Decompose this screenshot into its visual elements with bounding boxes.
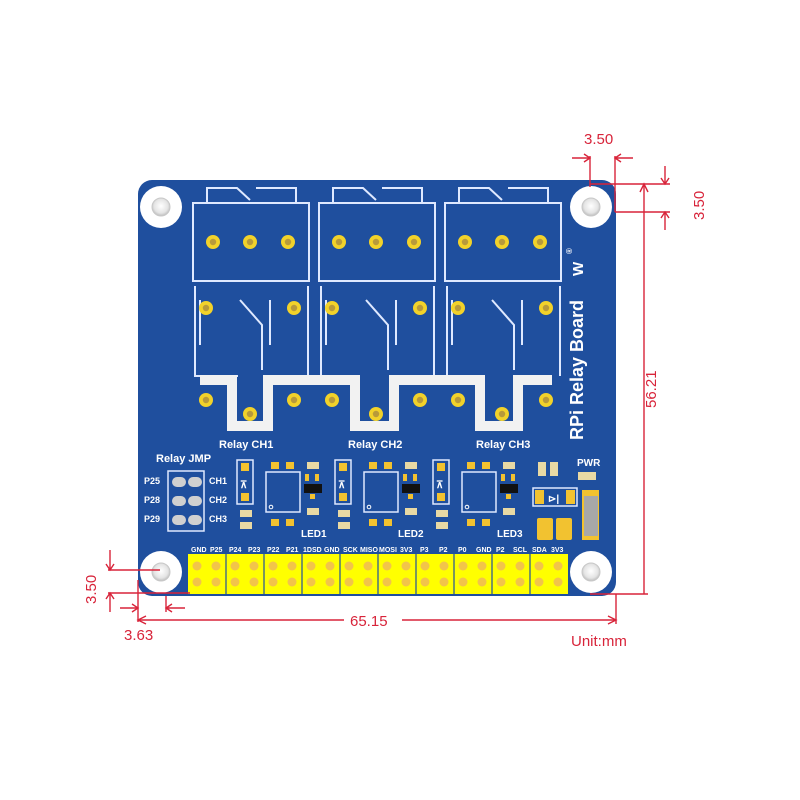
svg-text:P29: P29 <box>144 514 160 524</box>
gpio-pin-grid <box>192 561 563 587</box>
svg-text:CH2: CH2 <box>209 495 227 505</box>
svg-text:P2: P2 <box>439 547 448 554</box>
mounting-hole-bottom-left <box>140 551 182 593</box>
relay-ch1-label: Relay CH1 <box>219 439 273 451</box>
relay-jmp-title: Relay JMP <box>156 453 211 465</box>
svg-text:⊼: ⊼ <box>338 480 345 491</box>
mounting-hole-top-right <box>570 186 612 228</box>
svg-text:MOSI: MOSI <box>379 547 397 554</box>
relay-block-1 <box>192 187 310 421</box>
svg-text:P25: P25 <box>144 476 160 486</box>
svg-text:3V3: 3V3 <box>400 547 413 554</box>
led1-label: LED1 <box>301 529 327 540</box>
mounting-hole-top-left <box>140 186 182 228</box>
svg-text:P0: P0 <box>458 547 467 554</box>
gpio-header[interactable] <box>188 554 568 594</box>
svg-text:P28: P28 <box>144 495 160 505</box>
svg-text:P24: P24 <box>229 547 242 554</box>
svg-text:MISO: MISO <box>360 547 378 554</box>
svg-text:⊳|: ⊳| <box>548 494 559 505</box>
led3-label: LED3 <box>497 529 523 540</box>
svg-text:SCK: SCK <box>343 547 358 554</box>
svg-text:CH1: CH1 <box>209 476 227 486</box>
svg-text:⊼: ⊼ <box>240 480 247 491</box>
gpio-top-labels: GND P25 P24 P23 P22 P21 1DSD GND SCK MIS… <box>191 547 564 554</box>
dim-bottom-offset-y: 3.50 <box>83 575 100 604</box>
svg-text:GND: GND <box>191 547 207 554</box>
board-title: RPi Relay Board <box>567 300 587 440</box>
relay-block-3 <box>444 187 562 421</box>
mounting-hole-bottom-right <box>570 551 612 593</box>
svg-text:P21: P21 <box>286 547 299 554</box>
dim-left-offset-x: 3.63 <box>124 627 153 644</box>
gpio-dividers <box>225 554 531 594</box>
dim-width: 65.15 <box>350 613 388 630</box>
jumper-row-1[interactable]: P25 CH1 <box>144 476 227 487</box>
svg-text:3V3: 3V3 <box>551 547 564 554</box>
driver-circuit-1: ⊼ <box>236 459 322 529</box>
svg-text:P3: P3 <box>420 547 429 554</box>
driver-circuit-2: ⊼ <box>334 459 420 529</box>
svg-text:SCL: SCL <box>513 547 528 554</box>
svg-text:P23: P23 <box>248 547 261 554</box>
unit-label: Unit:mm <box>571 633 627 650</box>
relay-ch2-label: Relay CH2 <box>348 439 402 451</box>
registered-mark: ® <box>565 248 574 254</box>
svg-text:P22: P22 <box>267 547 280 554</box>
jumper-outline <box>167 470 205 532</box>
jumper-row-2[interactable]: P28 CH2 <box>144 495 227 506</box>
led2-label: LED2 <box>398 529 424 540</box>
svg-text:P25: P25 <box>210 547 223 554</box>
pwr-label: PWR <box>577 458 601 469</box>
svg-text:P2: P2 <box>496 547 505 554</box>
dim-height: 56.21 <box>643 370 660 408</box>
isolation-slot <box>200 375 552 431</box>
jumper-row-3[interactable]: P29 CH3 <box>144 514 227 525</box>
board-title-group: RPi Relay Board W ® <box>565 248 587 440</box>
dim-top-offset-y: 3.50 <box>691 191 708 220</box>
svg-text:GND: GND <box>324 547 340 554</box>
svg-text:CH3: CH3 <box>209 514 227 524</box>
svg-text:GND: GND <box>476 547 492 554</box>
driver-circuit-3: ⊼ <box>432 459 518 529</box>
relay-block-2 <box>318 187 436 421</box>
dim-top-offset-x: 3.50 <box>584 131 613 148</box>
svg-text:SDA: SDA <box>532 547 547 554</box>
waveshare-logo-icon: W <box>570 261 587 276</box>
relay-ch3-label: Relay CH3 <box>476 439 530 451</box>
svg-text:1DSD: 1DSD <box>303 547 322 554</box>
svg-text:⊼: ⊼ <box>436 480 443 491</box>
power-section: PWR ⊳| <box>532 458 601 540</box>
